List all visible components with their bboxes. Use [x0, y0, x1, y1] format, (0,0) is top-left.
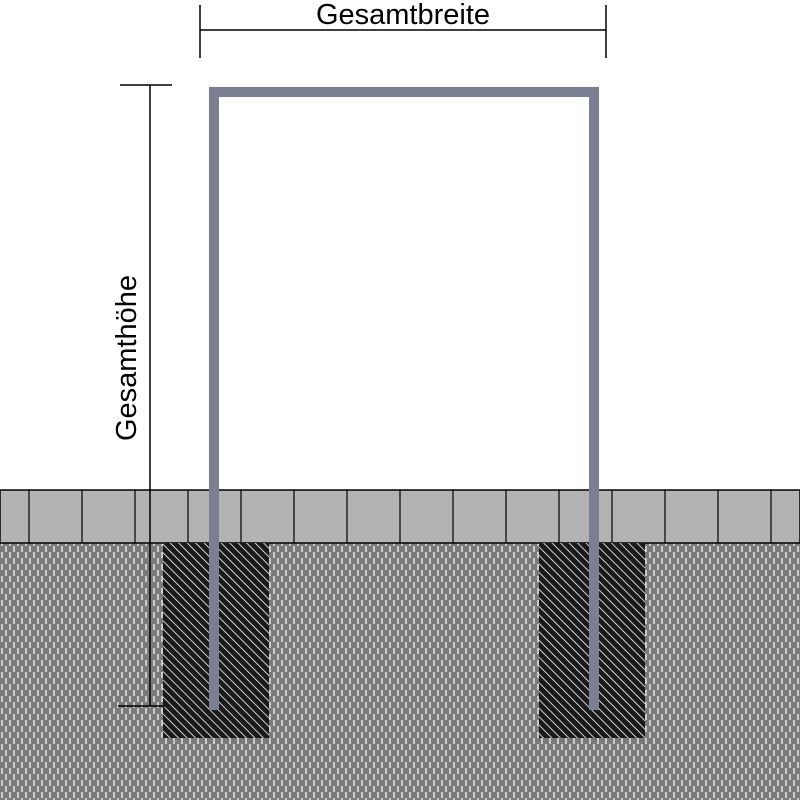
height-label: Gesamthöhe — [111, 275, 143, 441]
frame — [209, 87, 599, 710]
width-dimension — [199, 5, 607, 58]
width-label: Gesamtbreite — [316, 0, 490, 31]
soil — [0, 543, 800, 800]
height-dimension — [118, 84, 172, 707]
paver-joints — [28, 490, 772, 543]
pavement — [0, 489, 800, 544]
